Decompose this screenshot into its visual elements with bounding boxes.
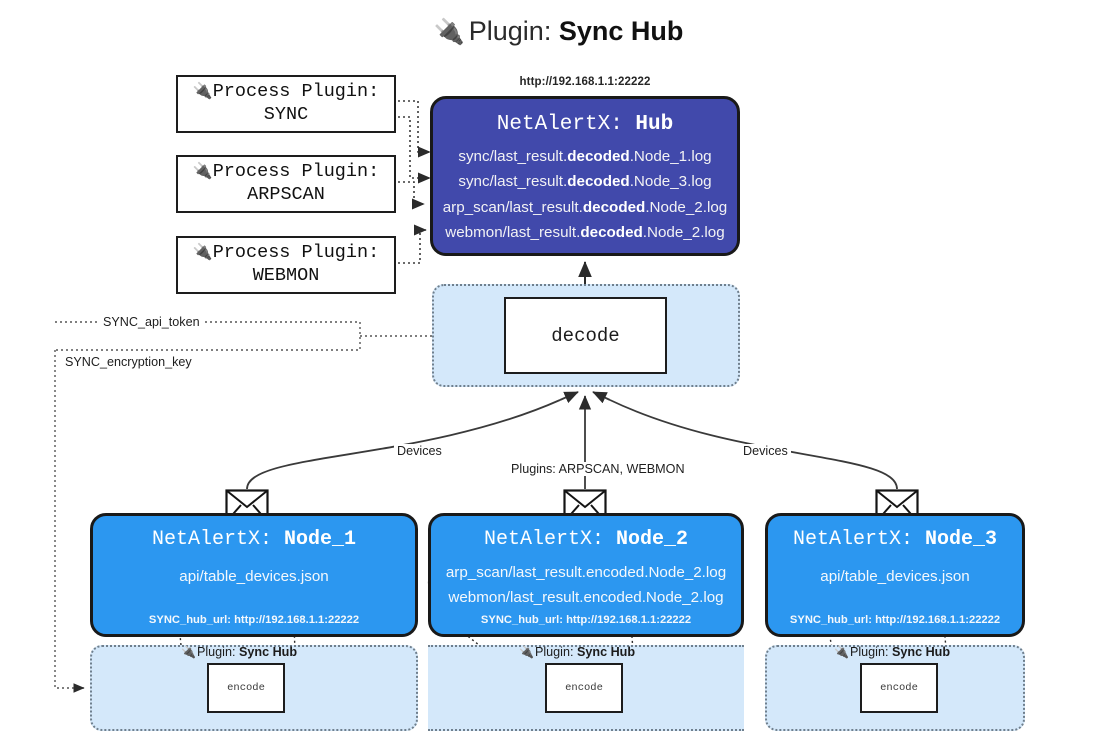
node-2-title: NetAlertX: Node_2	[483, 528, 689, 551]
node-3-title: NetAlertX: Node_3	[792, 528, 998, 551]
process-plugin-webmon[interactable]: 🔌Process Plugin: WEBMON	[176, 236, 396, 294]
node-2-lines: arp_scan/last_result.encoded.Node_2.log …	[431, 561, 741, 611]
plug-icon: 🔌	[834, 645, 849, 659]
process-plugin-sync-line1: 🔌Process Plugin:	[192, 81, 380, 103]
process-plugin-webmon-line2: WEBMON	[252, 265, 320, 286]
node-2-hub-url: SYNC_hub_url: http://192.168.1.1:22222	[480, 614, 692, 626]
encode-plugin-tag-3: 🔌Plugin: Sync Hub	[834, 645, 951, 659]
sync-encryption-key-label: SYNC_encryption_key	[62, 355, 195, 369]
node-1[interactable]: NetAlertX: Node_1 api/table_devices.json…	[90, 513, 418, 637]
encode-plugin-tag-2: 🔌Plugin: Sync Hub	[519, 645, 636, 659]
hub-url-label: http://192.168.1.1:22222	[519, 76, 651, 88]
node-3-line-1: api/table_devices.json	[820, 568, 970, 585]
encode-box-3[interactable]: encode	[860, 663, 938, 713]
node-3-lines: api/table_devices.json	[768, 565, 1022, 590]
sync-api-token-label: SYNC_api_token	[100, 315, 203, 329]
plug-icon: 🔌	[519, 645, 534, 659]
process-plugin-sync[interactable]: 🔌Process Plugin: SYNC	[176, 75, 396, 133]
node-2[interactable]: NetAlertX: Node_2 arp_scan/last_result.e…	[428, 513, 744, 637]
hub-title: NetAlertX: Hub	[496, 113, 674, 136]
edge-label-devices-left: Devices	[394, 444, 445, 458]
node-1-hub-url: SYNC_hub_url: http://192.168.1.1:22222	[148, 614, 360, 626]
page-title-prefix: Plugin:	[468, 16, 559, 46]
process-plugin-arpscan-line2: ARPSCAN	[247, 184, 325, 205]
hub-logline-3: arp_scan/last_result.decoded.Node_2.log	[442, 198, 728, 216]
node-2-line-1: arp_scan/last_result.encoded.Node_2.log	[445, 564, 727, 581]
hub-logline-2: sync/last_result.decoded.Node_3.log	[458, 173, 712, 191]
plug-icon: 🔌	[192, 83, 213, 101]
encode-box-2[interactable]: encode	[545, 663, 623, 713]
process-plugin-sync-line2: SYNC	[263, 104, 309, 125]
encode-plugin-tag-1: 🔌Plugin: Sync Hub	[181, 645, 298, 659]
page-title: 🔌Plugin: Sync Hub	[0, 16, 1117, 47]
encode-box-1[interactable]: encode	[207, 663, 285, 713]
plug-icon: 🔌	[192, 244, 213, 262]
node-1-lines: api/table_devices.json	[93, 565, 415, 590]
node-3[interactable]: NetAlertX: Node_3 api/table_devices.json…	[765, 513, 1025, 637]
hub-logline-4: webmon/last_result.decoded.Node_2.log	[445, 224, 725, 242]
node-2-line-2: webmon/last_result.encoded.Node_2.log	[448, 588, 724, 606]
node-1-title: NetAlertX: Node_1	[151, 528, 357, 551]
plug-icon: 🔌	[181, 645, 196, 659]
plug-icon: 🔌	[192, 163, 213, 181]
edge-label-devices-right: Devices	[740, 444, 791, 458]
process-plugin-arpscan[interactable]: 🔌Process Plugin: ARPSCAN	[176, 155, 396, 213]
hub-logline-1: sync/last_result.decoded.Node_1.log	[458, 148, 712, 165]
edge-label-plugins-mid: Plugins: ARPSCAN, WEBMON	[508, 462, 688, 476]
hub-node[interactable]: NetAlertX: Hub sync/last_result.decoded.…	[430, 96, 740, 256]
process-plugin-webmon-line1: 🔌Process Plugin:	[192, 242, 380, 264]
page-title-name: Sync Hub	[558, 16, 684, 46]
decode-box[interactable]: decode	[504, 297, 667, 374]
plug-icon: 🔌	[433, 18, 465, 46]
node-3-hub-url: SYNC_hub_url: http://192.168.1.1:22222	[789, 614, 1001, 626]
process-plugin-arpscan-line1: 🔌Process Plugin:	[192, 161, 380, 183]
node-1-line-1: api/table_devices.json	[179, 568, 329, 585]
